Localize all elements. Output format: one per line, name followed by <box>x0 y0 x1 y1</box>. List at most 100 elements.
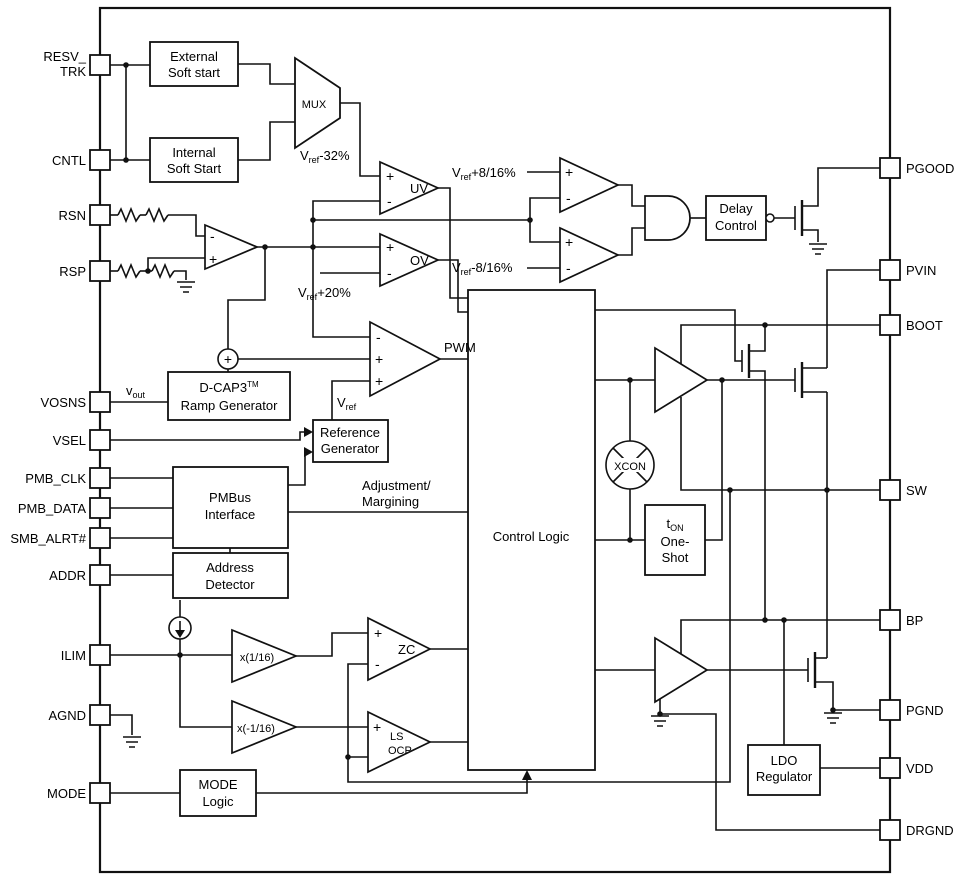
pin-label-pmb-data: PMB_DATA <box>18 501 86 516</box>
arrowheads <box>304 427 532 780</box>
pin-drgnd <box>879 819 901 841</box>
pin-rsp <box>89 260 111 282</box>
pin-label-bp: BP <box>906 613 923 628</box>
pin-sw <box>879 479 901 501</box>
comparator-signs: + - + - - + + - + - - + + + - + + <box>209 164 573 735</box>
reference-generator-block <box>312 419 389 463</box>
gain-pos-label: x(1/16) <box>240 652 274 664</box>
pin-pmb-data <box>89 497 111 519</box>
ldo-regulator-block <box>747 744 821 796</box>
low-side-mosfet <box>807 652 817 688</box>
mosfets <box>741 200 817 688</box>
pgood-low-comparator <box>559 226 621 284</box>
external-ss-label-2: Soft start <box>168 65 220 80</box>
vref-plus-20-label: Vref+20% <box>298 285 351 302</box>
pin-smb-alrt <box>89 527 111 549</box>
pin-label-ilim: ILIM <box>61 648 86 663</box>
pin-label-resv-1: RESV_ <box>43 49 86 64</box>
address-label-1: Address <box>206 560 254 575</box>
pin-label-rsn: RSN <box>59 208 86 223</box>
ldo-label-1: LDO <box>771 753 798 768</box>
pin-label-pgood: PGOOD <box>906 161 954 176</box>
zc-label: ZC <box>398 642 415 657</box>
comp-high-plus-sign: + <box>565 164 573 180</box>
pin-bp <box>879 609 901 631</box>
pin-label-rsp: RSP <box>59 264 86 279</box>
pwm-comparator <box>369 320 442 398</box>
pin-resv-trk <box>89 54 111 76</box>
ground-icon <box>824 712 842 724</box>
junction-dots <box>123 62 836 760</box>
mode-logic-label-1: MODE <box>199 777 238 792</box>
refgen-label-2: Generator <box>321 441 380 456</box>
pin-label-pvin: PVIN <box>906 263 936 278</box>
ground-icon <box>651 715 669 727</box>
external-ss-label-1: External <box>170 49 218 64</box>
pwm-minus-sign: - <box>376 329 381 345</box>
address-label-2: Detector <box>205 577 255 592</box>
pin-label-pgnd: PGND <box>906 703 944 718</box>
pmbus-label-2: Interface <box>205 507 256 522</box>
pin-label-addr: ADDR <box>49 568 86 583</box>
gain-neg-label: x(-1/16) <box>237 723 275 735</box>
signal-labels: Vref-32% Vref+20% Vref+8/16% Vref-8/16% … <box>126 148 516 412</box>
ton-label-shot: Shot <box>662 550 689 565</box>
high-side-mosfet <box>794 362 804 398</box>
pin-label-pmb-clk: PMB_CLK <box>25 471 86 486</box>
pin-pmb-clk <box>89 467 111 489</box>
pin-pvin <box>879 259 901 281</box>
mode-logic-block <box>179 769 257 817</box>
pgood-mosfet <box>794 200 804 236</box>
ground-icon <box>809 243 827 255</box>
pin-label-vsel: VSEL <box>53 433 86 448</box>
uv-minus-sign: - <box>387 193 392 209</box>
delay-control-block <box>705 195 767 241</box>
pin-labels: RESV_ TRK CNTL RSN RSP VOSNS VSEL PMB_CL… <box>10 49 954 838</box>
mux-label: MUX <box>302 99 327 111</box>
low-side-driver <box>654 636 709 704</box>
pwm-plus-sign-1: + <box>375 351 383 367</box>
uv-label: UV <box>410 181 428 196</box>
and-gate <box>644 195 691 241</box>
ground-icon <box>123 736 141 748</box>
comp-low-plus-sign: + <box>565 234 573 250</box>
xcon-label: XCON <box>614 461 646 473</box>
comp-high-minus-sign: - <box>566 190 571 206</box>
mode-arrow <box>522 770 532 780</box>
ldo-label-2: Regulator <box>756 769 813 784</box>
pin-label-cntl: CNTL <box>52 153 86 168</box>
pwm-label: PWM <box>444 340 476 355</box>
control-logic-label: Control Logic <box>493 529 570 544</box>
xcon-block <box>605 440 655 490</box>
delay-label-2: Control <box>715 218 757 233</box>
vref-minus-816-label: Vref-8/16% <box>452 260 513 277</box>
pin-pgood <box>879 157 901 179</box>
ton-label-1: tON <box>666 516 683 533</box>
ls-ocp-label-1: LS <box>390 731 403 743</box>
pin-label-boot: BOOT <box>906 318 943 333</box>
pin-label-sw: SW <box>906 483 928 498</box>
mux-block <box>294 56 341 150</box>
internal-ss-label-1: Internal <box>172 145 215 160</box>
dcap3-label-1: D-CAP3TM <box>199 380 259 395</box>
pgood-high-comparator <box>559 156 621 214</box>
summing-plus-sign: + <box>224 351 232 367</box>
vref-plus-816-label: Vref+8/16% <box>452 165 516 182</box>
delay-label-1: Delay <box>719 201 753 216</box>
adjustment-label-1: Adjustment/ <box>362 478 431 493</box>
vsel-arrow <box>304 427 313 437</box>
internal-soft-start-block <box>149 137 239 183</box>
ls-ocp-label-2: OCP <box>388 745 412 757</box>
pin-addr <box>89 564 111 586</box>
erramp-minus-sign: - <box>210 228 215 244</box>
pmbus-label-1: PMBus <box>209 490 251 505</box>
ov-comparator <box>379 232 441 288</box>
resistor <box>117 262 141 280</box>
zc-plus-sign: + <box>374 625 382 641</box>
uv-comparator <box>379 160 441 216</box>
inverter-bubble <box>765 213 775 223</box>
high-side-driver <box>654 346 709 414</box>
gain-1-16-amp <box>231 628 299 684</box>
